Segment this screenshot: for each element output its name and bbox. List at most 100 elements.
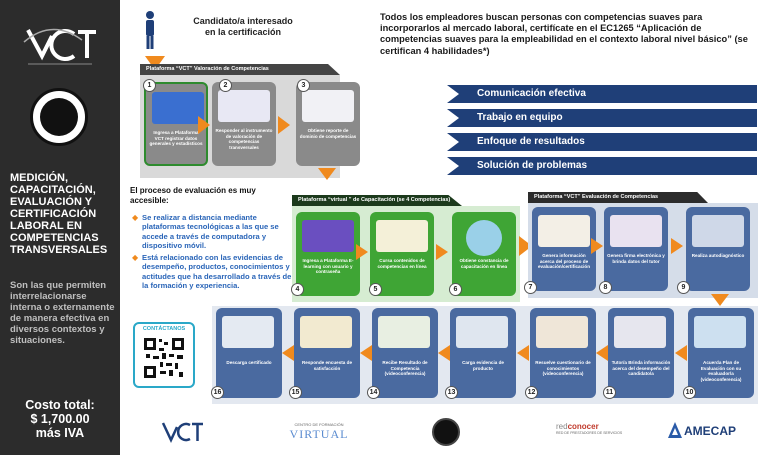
evaluation-bullet-1-text: Se realizar a distancia mediante platafo… (142, 213, 279, 251)
step-12-number: 12 (525, 386, 538, 399)
step-15-illustration (300, 316, 352, 348)
candidate-line-1: Candidato/a interesado (193, 16, 293, 26)
bullet-icon: ◆ (132, 213, 139, 222)
step-1-label: Ingresa a Plataforma VCT registrar datos… (149, 130, 203, 146)
step-11-number: 11 (603, 386, 616, 399)
footer-amecap-logo: AMECAP (668, 418, 758, 446)
conocer-sub-label: RED DE PRESTADORES DE SERVICIOS (556, 431, 623, 435)
step-11-label: Tutor/a Brinda información acerca del de… (611, 360, 671, 376)
bullet-icon: ◆ (132, 253, 139, 262)
step-4: Ingresa a Plataforma E-learning con usua… (296, 212, 360, 296)
arrow-right-3 (356, 244, 368, 260)
arrow-right-4 (436, 244, 448, 260)
step-15-number: 15 (289, 386, 302, 399)
cost-line-2: $ 1,700.00 (30, 412, 90, 426)
arrow-left-6 (282, 345, 294, 361)
step-6-illustration (466, 220, 502, 256)
step-7: Genera información acerca del proceso de… (532, 207, 596, 291)
step-16: Descarga certificado (216, 308, 282, 398)
step-13-number: 13 (445, 386, 458, 399)
person-icon (146, 11, 154, 49)
step-2-illustration (218, 90, 270, 122)
qr-code-icon[interactable] (142, 336, 186, 380)
skill-banner-3: Enfoque de resultados (447, 133, 757, 151)
step-1-illustration (152, 92, 204, 124)
virtual-label: VIRTUAL (289, 427, 349, 441)
evaluation-title: El proceso de evaluación es muy accesibl… (130, 186, 256, 205)
skill-banner-1: Comunicación efectiva (447, 85, 757, 103)
step-2-number: 2 (219, 79, 232, 92)
step-14: Recibe Resultado de Competencia (videoco… (372, 308, 438, 398)
arrow-left-3 (517, 345, 529, 361)
step-14-illustration (378, 316, 430, 348)
arrow-right-7 (671, 238, 683, 254)
step-4-number: 4 (291, 283, 304, 296)
footer-conocer-logo: redconocer RED DE PRESTADORES DE SERVICI… (556, 418, 626, 446)
section-evaluacion-header: Plataforma “VCT” Evaluación de Competenc… (528, 192, 708, 203)
contact-box: CONTÁCTANOS (133, 322, 195, 388)
step-4-label: Ingresa a Plataforma E-learning con usua… (302, 258, 354, 274)
conocer-label: conocer (567, 422, 599, 431)
step-8: Genera firma electrónica y brinda datos … (604, 207, 668, 291)
step-9-number: 9 (677, 281, 690, 294)
skill-banner-2: Trabajo en equipo (447, 109, 757, 127)
step-3-number: 3 (297, 79, 310, 92)
step-9-illustration (692, 215, 744, 247)
step-3-illustration (302, 90, 354, 122)
arrow-left-4 (438, 345, 450, 361)
step-7-number: 7 (524, 281, 537, 294)
virtual-small-label: CENTRO DE FORMACIÓN (294, 422, 344, 427)
evaluation-bullet-1: ◆ Se realizar a distancia mediante plata… (132, 213, 292, 251)
step-5-number: 5 (369, 283, 382, 296)
step-4-illustration (302, 220, 354, 252)
step-10-label: Acuerda Plan de Evaluación con su evalua… (700, 360, 742, 382)
step-16-number: 16 (211, 386, 224, 399)
step-13-label: Carga evidencia de producto (462, 360, 504, 371)
arrow-right-6 (591, 238, 603, 254)
step-12-illustration (536, 316, 588, 348)
vct-footer-icon (161, 422, 203, 443)
conocer-red-label: red (556, 422, 568, 431)
step-2-label: Responder al instrumento de valoración d… (215, 128, 273, 150)
sidebar-title: MEDICIÓN, CAPACITACIÓN, EVALUACIÓN Y CER… (10, 172, 108, 256)
candidate-label: Candidato/a interesado en la certificaci… (163, 16, 323, 38)
arrow-right-2 (278, 116, 290, 134)
candidate-line-2: en la certificación (204, 27, 282, 37)
sidebar: MEDICIÓN, CAPACITACIÓN, EVALUACIÓN Y CER… (0, 0, 120, 455)
step-6: Obtiene constancia de capacitación en lí… (452, 212, 516, 296)
step-3-label: Obtiene reporte de dominio de competenci… (299, 128, 357, 139)
evaluation-bullet-2-text: Está relacionado con las evidencias de d… (142, 253, 292, 291)
vct-logo (23, 28, 96, 65)
step-13: Carga evidencia de producto (450, 308, 516, 398)
step-3: Obtiene reporte de dominio de competenci… (296, 82, 360, 166)
step-5-label: Cursa contenidos de competencias en líne… (377, 258, 427, 269)
step-14-number: 14 (367, 386, 380, 399)
headline: Todos los empleadores buscan personas co… (380, 12, 748, 56)
evaluation-bullet-2: ◆ Está relacionado con las evidencias de… (132, 253, 292, 291)
step-6-label: Obtiene constancia de capacitación en lí… (459, 258, 509, 269)
arrow-left-2 (596, 345, 608, 361)
contact-title: CONTÁCTANOS (142, 326, 186, 332)
amecap-icon (668, 422, 682, 438)
sidebar-description: Son las que permiten interrelacionarse i… (10, 280, 115, 346)
step-11-illustration (614, 316, 666, 348)
step-10-illustration (694, 316, 746, 348)
skill-banner-4: Solución de problemas (447, 157, 757, 175)
arrow-left-1 (675, 345, 687, 361)
step-12: Resuelve cuestionario de conocimientos (… (530, 308, 596, 398)
section-valoracion-header: Plataforma “VCT” Valoración de Competenc… (140, 64, 340, 75)
step-8-label: Genera firma electrónica y brinda datos … (607, 253, 665, 264)
cost-line-1: Costo total: (25, 398, 95, 412)
step-1: Ingresa a Plataforma VCT registrar datos… (144, 82, 208, 166)
step-5: Cursa contenidos de competencias en líne… (370, 212, 434, 296)
step-9-label: Realiza autodiagnóstico (691, 253, 745, 258)
step-15-label: Responde encuesta de satisfacción (301, 360, 353, 371)
footer-vct-logo (160, 418, 220, 446)
step-5-illustration (376, 220, 428, 252)
amecap-label: AMECAP (684, 424, 737, 438)
step-16-label: Descarga certificado (226, 360, 272, 365)
footer-virtual-logo: CENTRO DE FORMACIÓN VIRTUAL (284, 418, 354, 446)
step-13-illustration (456, 316, 508, 348)
step-9: Realiza autodiagnóstico (686, 207, 750, 291)
step-6-number: 6 (449, 283, 462, 296)
